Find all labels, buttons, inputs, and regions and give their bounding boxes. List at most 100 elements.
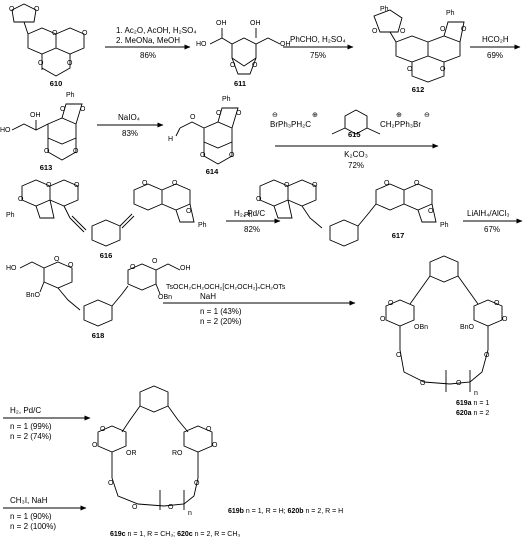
atom-ph: Ph (380, 6, 389, 13)
step10-n1: n = 1 (90%) (10, 512, 52, 521)
atom-o: O (206, 426, 212, 433)
step6-yield: 82% (243, 225, 261, 234)
atom-o: O (440, 26, 446, 33)
step4-yield: 83% (121, 129, 139, 138)
compound-611-label: 611 (233, 79, 247, 88)
step3-yield: 69% (486, 51, 504, 60)
atom-obn: OBn (158, 294, 173, 301)
step8-reagent: TsOCH₂CH₂OCH₂[CH₂OCH₂]ₙCH₂OTs (166, 284, 286, 291)
atom-o: O (152, 258, 158, 265)
atom-o: O (414, 180, 420, 187)
atom-o: O (484, 352, 490, 359)
step3-reagent: HCO₂H (482, 35, 509, 44)
step5-plus-left: ⊕ (312, 112, 318, 119)
step1-reagent-line1: 1. Ac₂O, AcOH, H₂SO₄ (116, 26, 197, 35)
atom-o: O (256, 196, 262, 203)
atom-o: O (34, 6, 40, 13)
atom-o: O (230, 62, 236, 69)
step5-plus-right: ⊕ (396, 112, 402, 119)
atom-o: O (44, 148, 50, 155)
atom-ph: Ph (198, 222, 207, 229)
atom-o: O (74, 182, 80, 189)
atom-o: O (82, 30, 88, 37)
step8-n2: n = 2 (20%) (200, 317, 242, 326)
atom-o: O (100, 426, 106, 433)
step7-yield: 67% (483, 225, 501, 234)
step10-n2: n = 2 (100%) (10, 522, 57, 531)
atom-o: O (440, 66, 446, 73)
step5-minus-right: ⊖ (424, 112, 430, 119)
atom-o: O (388, 300, 394, 307)
atom-o: O (384, 180, 390, 187)
step8-n1: n = 1 (43%) (200, 307, 242, 316)
step6-reagent: H₂, Pd/C (234, 209, 266, 218)
step7-reagent: LiAlH₄/AlCl₃ (467, 209, 510, 218)
atom-o: O (461, 26, 467, 33)
atom-o: O (502, 316, 508, 323)
legend-619a: 619a n = 1 (456, 400, 490, 407)
atom-o: O (407, 66, 413, 73)
step2-yield: 75% (309, 51, 327, 60)
atom-ph: Ph (6, 212, 15, 219)
atom-o: O (60, 106, 66, 113)
compound-615-label: 615 (348, 130, 361, 139)
atom-o: O (168, 504, 174, 511)
atom-ro: RO (172, 450, 183, 457)
compound-616-label: 616 (99, 251, 113, 260)
atom-o: O (252, 62, 258, 69)
atom-o: O (236, 110, 242, 117)
atom-o: O (92, 442, 98, 449)
atom-o: O (186, 208, 192, 215)
atom-o: O (400, 28, 406, 35)
atom-o: O (67, 60, 73, 67)
atom-h: H (168, 136, 174, 143)
atom-o: O (212, 442, 218, 449)
atom-o: O (396, 352, 402, 359)
atom-o: O (73, 148, 79, 155)
atom-o: O (142, 180, 148, 187)
step1-reagent-line2: 2. MeONa, MeOH (116, 36, 181, 45)
atom-bno: BnO (460, 324, 475, 331)
step5-base: K₂CO₃ (344, 150, 368, 159)
atom-or: OR (126, 450, 137, 457)
legend-620a: 620a n = 2 (456, 410, 490, 417)
compound-617-label: 617 (391, 231, 405, 240)
atom-o: O (420, 380, 426, 387)
atom-n: n (188, 510, 192, 517)
atom-o: O (108, 480, 114, 487)
step9-n1: n = 1 (99%) (10, 422, 52, 431)
atom-o: O (284, 182, 290, 189)
atom-o: O (172, 180, 178, 187)
compound-610-label: 610 (49, 79, 63, 88)
step8-base: NaH (200, 292, 217, 301)
atom-ph: Ph (66, 92, 75, 99)
compound-614-label: 614 (205, 167, 219, 176)
atom-o: O (200, 152, 206, 159)
atom-o: O (312, 182, 318, 189)
atom-o: O (456, 380, 462, 387)
atom-o: O (380, 316, 386, 323)
atom-oh: OH (180, 265, 191, 272)
atom-ph: Ph (222, 96, 231, 103)
step2-reagent: PhCHO, H₂SO₄ (290, 35, 346, 44)
step9-reagent: H₂, Pd/C (10, 406, 42, 415)
atom-ho: HO (196, 41, 207, 48)
atom-o: O (130, 264, 136, 271)
atom-o: O (494, 300, 500, 307)
step5-wittig-left: BrPh₃PH₂C (270, 120, 312, 129)
atom-o: O (18, 196, 24, 203)
atom-o: O (68, 262, 74, 269)
legend-619c-620c: 619c n = 1, R = CH₃; 620c n = 2, R = CH₃ (110, 531, 241, 538)
atom-ph: Ph (440, 222, 449, 229)
atom-o: O (46, 182, 52, 189)
atom-o: O (194, 480, 200, 487)
step5-wittig-right: CH₂PPh₃Br (380, 120, 422, 129)
atom-o: O (190, 114, 196, 121)
step4-reagent: NaIO₄ (118, 113, 140, 122)
atom-o: O (428, 208, 434, 215)
atom-o: O (216, 110, 222, 117)
atom-o: O (38, 60, 44, 67)
atom-ph: Ph (446, 10, 455, 17)
